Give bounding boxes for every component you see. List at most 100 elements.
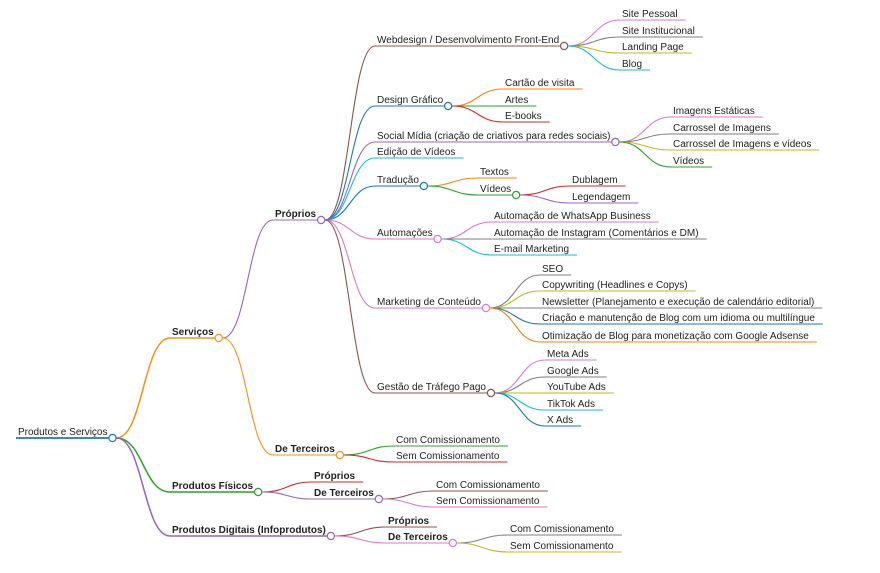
node-label-cartao: Cartão de visita [505,78,575,89]
node-label-ebooks: E-books [505,111,542,122]
link-dg [325,105,376,221]
collapse-toggle-gt[interactable] [486,388,496,398]
node-label-a_wa: Automação de WhatsApp Business [494,211,651,222]
node-label-meta: Meta Ads [547,349,589,360]
link-blog_o [489,307,541,343]
node-label-news: Newsletter (Planejamento e execução de c… [542,297,814,308]
node-label-terc: De Terceiros [275,444,335,455]
link-blog_c [489,307,541,325]
node-label-fis_t: De Terceiros [314,488,374,499]
collapse-toggle-sm[interactable] [611,137,620,147]
node-label-prop: Próprios [275,209,317,220]
node-label-site_p: Site Pessoal [622,9,678,20]
toggles [108,41,620,548]
collapse-toggle-serv[interactable] [214,333,223,343]
node-label-car_iv: Carrossel de Imagens e vídeos [673,139,811,150]
node-label-fis: Produtos Físicos [172,481,254,492]
link-cartao [452,88,504,107]
link-fis_ts [382,498,435,508]
node-label-blog_c: Criação e manutenção de Blog com um idio… [542,313,815,324]
link-xads [494,392,546,427]
link-fis_t [262,491,313,500]
collapse-toggle-dig_t[interactable] [448,538,458,548]
link-tt [494,392,546,411]
node-label-img_e: Imagens Estáticas [673,106,755,117]
link-ebooks [452,105,504,123]
link-a_em [441,238,493,256]
link-web [324,45,376,221]
link-fis_p [262,481,313,493]
node-label-gads: Google Ads [547,366,599,377]
link-blog [568,45,621,71]
node-label-fis_ts: Sem Comissionamento [436,496,540,507]
collapse-toggle-dig[interactable] [326,531,336,541]
node-label-dig_p: Próprios [388,516,430,527]
collapse-toggle-fis[interactable] [253,487,263,497]
node-label-blog: Blog [622,59,642,70]
link-prop [222,219,274,339]
link-sm_vid [619,141,672,168]
node-label-dig_t: De Terceiros [388,532,448,543]
collapse-toggle-t_vid[interactable] [511,190,521,200]
node-label-trad: Tradução [377,175,419,186]
node-label-terc_c: Com Comissionamento [396,435,500,446]
node-label-dig_ts: Sem Comissionamento [510,541,614,552]
node-label-root: Produtos e Serviços [18,427,108,438]
collapse-toggle-dg[interactable] [443,101,453,111]
link-terc_c [343,445,395,456]
link-dig [116,437,171,537]
node-label-a_ig: Automação de Instagram (Comentários e DM… [494,228,699,239]
link-serv [116,337,171,439]
collapse-toggle-aut[interactable] [433,234,442,244]
collapse-toggle-root[interactable] [108,433,117,443]
node-label-yt: YouTube Ads [547,382,606,393]
link-meta [494,359,546,394]
link-fis_tc [382,490,435,500]
node-label-car_i: Carrossel de Imagens [673,123,771,134]
node-label-seo: SEO [542,264,563,275]
link-mc [325,219,376,309]
collapse-toggle-prop[interactable] [316,215,326,225]
link-textos [427,177,479,187]
node-label-leg: Legendagem [572,192,630,203]
link-leg [520,194,571,204]
node-label-sm: Social Mídia (criação de criativos para … [377,131,610,142]
node-label-t_vid: Vídeos [480,184,511,195]
node-label-textos: Textos [480,167,509,178]
link-dig_tc [456,534,509,544]
node-label-dub: Dublagem [572,175,618,186]
links [116,19,672,553]
link-aut [325,219,376,240]
link-sm [325,141,376,221]
link-dub [520,185,571,196]
collapse-toggle-fis_t[interactable] [374,494,384,504]
collapse-toggle-web[interactable] [559,41,569,51]
link-terc [222,337,274,456]
node-label-terc_s: Sem Comissionamento [396,451,500,462]
node-label-copy: Copywriting (Headlines e Copys) [542,280,688,291]
collapse-toggle-trad[interactable] [419,181,429,191]
node-label-web: Webdesign / Desenvolvimento Front-End [377,35,559,46]
node-label-site_i: Site Institucional [622,26,695,37]
node-label-tt: TikTok Ads [547,399,595,410]
collapse-toggle-mc[interactable] [481,303,491,313]
link-dig_ts [456,542,509,553]
node-label-dig: Produtos Digitais (Infoprodutos) [172,525,326,536]
collapse-toggle-terc[interactable] [335,450,345,460]
node-label-mc: Marketing de Conteúdo [377,297,481,308]
node-label-xads: X Ads [547,415,573,426]
node-label-blog_o: Otimização de Blog para monetização com … [542,331,809,342]
link-trad [325,185,376,221]
node-label-a_em: E-mail Marketing [494,244,569,255]
underlines [16,19,823,553]
link-dig_p [334,526,387,537]
node-label-fis_p: Próprios [314,471,356,482]
link-terc_s [343,454,395,463]
link-dig_t [334,535,387,544]
node-label-land: Landing Page [622,42,684,53]
node-label-edv: Edição de Vídeos [377,147,455,158]
node-label-dig_tc: Com Comissionamento [510,524,614,535]
link-edv [325,157,376,221]
